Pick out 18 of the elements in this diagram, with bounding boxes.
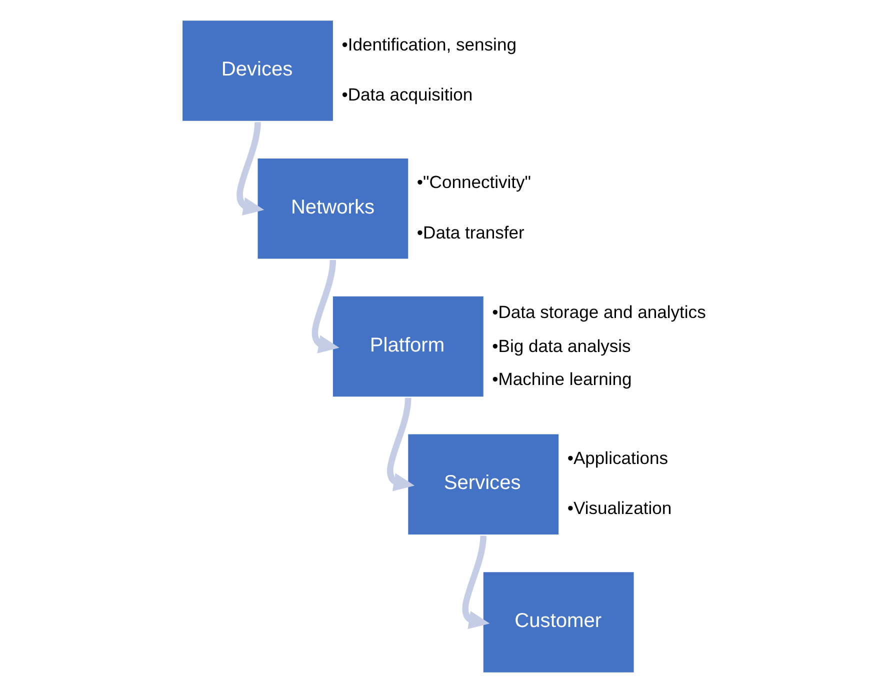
node-box: Devices (182, 20, 332, 121)
arrow (386, 398, 414, 492)
node-label: •Data storage and analytics (492, 302, 706, 322)
node-label: •Data acquisition (341, 84, 472, 104)
node-label: •Visualization (566, 498, 672, 518)
node-box: Networks (257, 158, 408, 259)
node-label: •Applications (566, 448, 668, 468)
arrow (236, 122, 264, 216)
node-label: •Big data analysis (492, 336, 630, 356)
node-label: •Identification, sensing (341, 34, 516, 54)
arrow (462, 536, 490, 630)
node-label: •"Connectivity" (416, 172, 531, 192)
node-box: Customer (482, 572, 634, 672)
node-label: •Data transfer (416, 222, 524, 242)
node-label: •Machine learning (492, 368, 632, 389)
node-box: Platform (332, 296, 483, 397)
arrow (311, 260, 339, 354)
node-box: Services (408, 434, 558, 535)
